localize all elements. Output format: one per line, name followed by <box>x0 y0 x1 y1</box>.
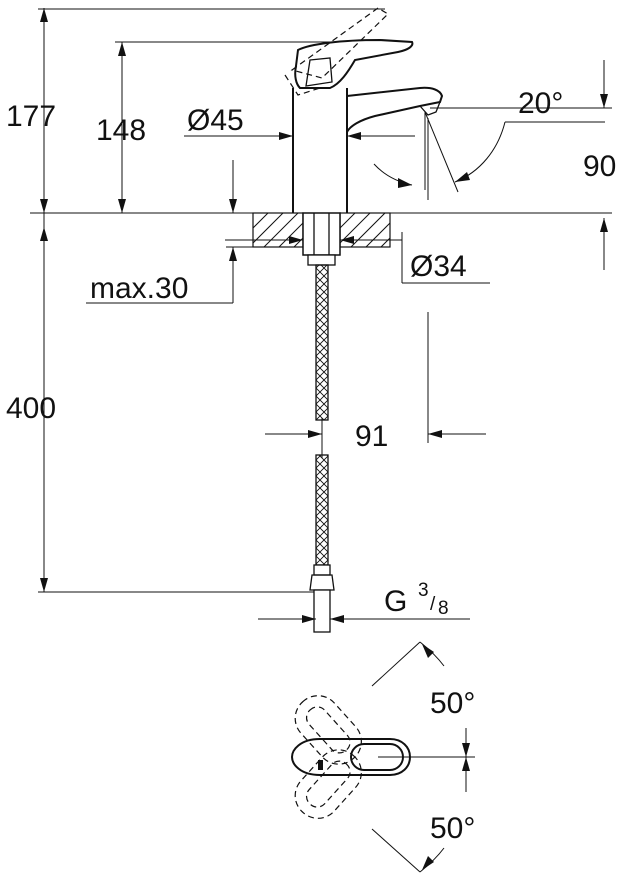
dimension-outlet-height: 90 <box>430 60 616 270</box>
label-lever-angle-front: 50° <box>430 812 475 845</box>
label-spout-height: 148 <box>96 114 146 147</box>
label-connection-slash: / <box>430 594 436 615</box>
dimension-body-diameter: Ø45 <box>184 104 415 140</box>
label-lever-angle-back: 50° <box>430 687 475 720</box>
dimension-connection-thread: G 3 / 8 <box>258 580 470 623</box>
dimension-spout-height: 148 <box>96 41 340 213</box>
label-total-height: 177 <box>6 100 56 133</box>
label-connection-prefix: G <box>384 585 407 618</box>
label-hose-length: 400 <box>6 392 56 425</box>
faucet-side-view <box>284 7 459 213</box>
deck-section <box>252 212 391 266</box>
label-body-diameter: Ø45 <box>187 104 244 137</box>
label-connection-denominator: 8 <box>438 598 449 619</box>
label-spout-reach: 91 <box>355 420 388 453</box>
faucet-top-view: 50° 50° <box>290 641 475 873</box>
indicator-mark <box>318 760 323 770</box>
label-max-deck-thickness: max.30 <box>90 272 188 305</box>
dimension-spout-angle: 20° <box>373 87 605 188</box>
label-outlet-height: 90 <box>583 150 616 183</box>
label-spout-angle: 20° <box>518 87 563 120</box>
dimension-hole-diameter: Ø34 <box>225 232 490 284</box>
dimension-spout-reach: 91 <box>265 312 486 458</box>
label-hole-diameter: Ø34 <box>410 250 467 283</box>
dimension-max-deck-thickness: max.30 <box>86 160 253 305</box>
dimension-hose-length: 400 <box>6 213 314 593</box>
dimension-total-height: 177 <box>6 8 385 213</box>
supply-hose <box>309 264 335 633</box>
label-connection-numerator: 3 <box>418 580 429 601</box>
